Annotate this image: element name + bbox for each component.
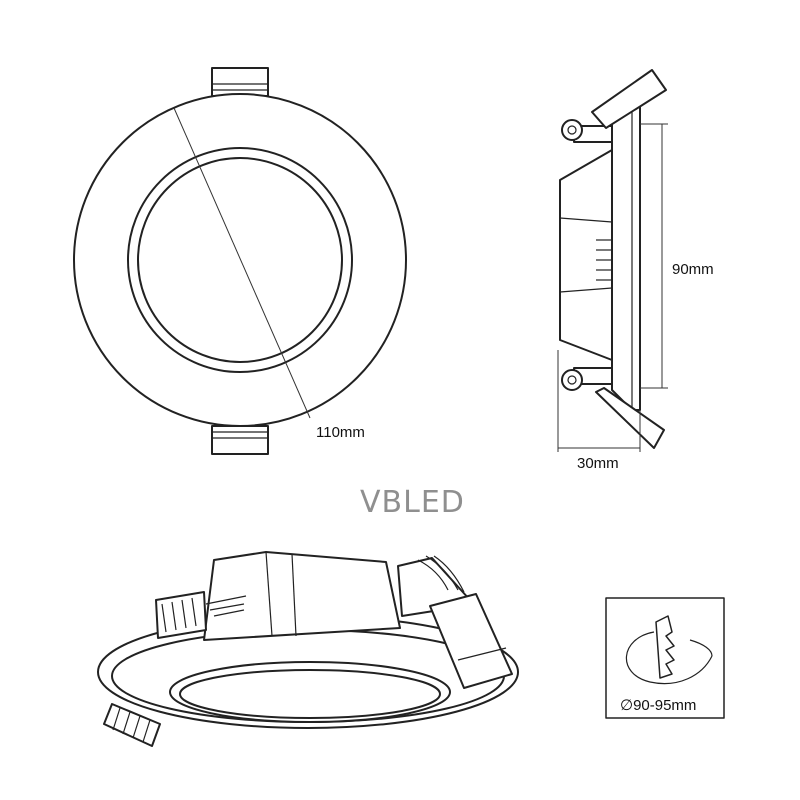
lower-spring-arm: [595, 387, 665, 449]
diameter-label: 110mm: [316, 424, 365, 441]
side-housing: [559, 149, 613, 361]
front-view: 110mm: [73, 67, 407, 455]
depth-label: 30mm: [577, 455, 619, 472]
perspective-diffuser: [169, 661, 451, 723]
side-view: 90mm 30mm: [557, 69, 714, 472]
diameter-dimension-line: [173, 107, 311, 419]
perspective-view: [97, 551, 519, 747]
inner-ring: [127, 147, 353, 373]
side-bezel: [611, 99, 641, 411]
outer-bezel: [73, 93, 407, 427]
upper-spring-arm: [591, 69, 667, 129]
cutout-label: ∅90-95mm: [620, 697, 696, 714]
bottom-spring-clip: [211, 425, 269, 455]
top-spring-clip: [211, 67, 269, 97]
height-label: 90mm: [672, 261, 714, 278]
perspective-housing: [203, 551, 401, 641]
cutout-detail-box: ∅90-95mm: [605, 597, 725, 719]
diffuser: [137, 157, 343, 363]
left-clip: [155, 591, 207, 639]
perspective-spring-arm: [429, 593, 513, 689]
saw-cutout-icon: [625, 615, 713, 685]
brand-logo: VBLED: [360, 485, 465, 520]
